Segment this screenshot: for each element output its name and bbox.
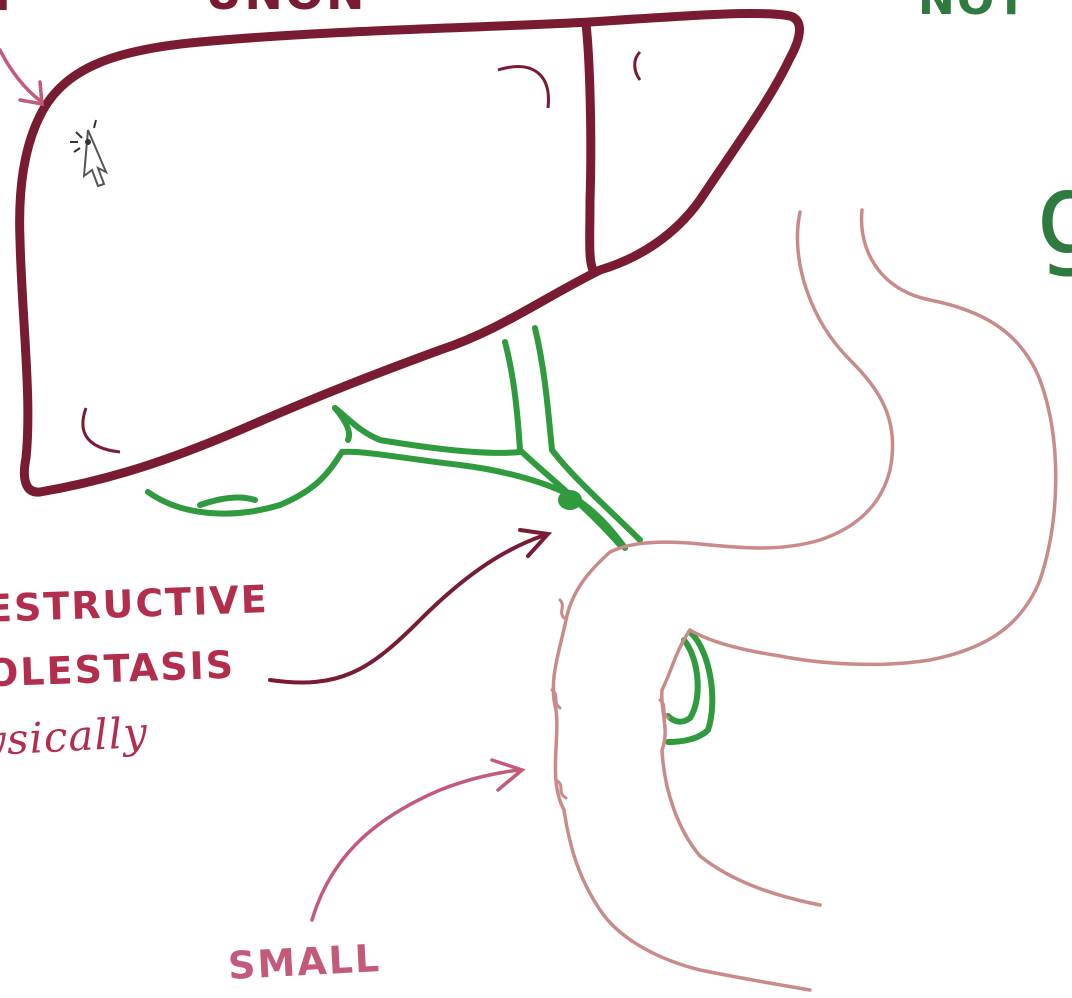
arrow-icon [312,760,522,920]
physically-label: ysically [0,708,149,766]
liver-mark-1 [498,67,548,108]
liver-mark-3 [83,408,120,452]
arrow-icon [270,530,548,683]
top-middle-label: UNON [205,0,366,20]
top-left-label: IF [0,0,26,21]
obstructive-label-line2: OLESTASIS [0,643,236,696]
duct-junction-dot [558,490,582,510]
liver-divider [586,24,594,272]
arrow-icon [0,50,42,104]
liver-outline [20,14,800,493]
small-label: SMALL [227,936,382,988]
cursor-icon [70,120,106,186]
liver-mark-2 [635,52,640,80]
top-right-label: NOT [918,0,1028,25]
right-letter-label: g [1036,150,1072,280]
bowel [552,210,1056,990]
